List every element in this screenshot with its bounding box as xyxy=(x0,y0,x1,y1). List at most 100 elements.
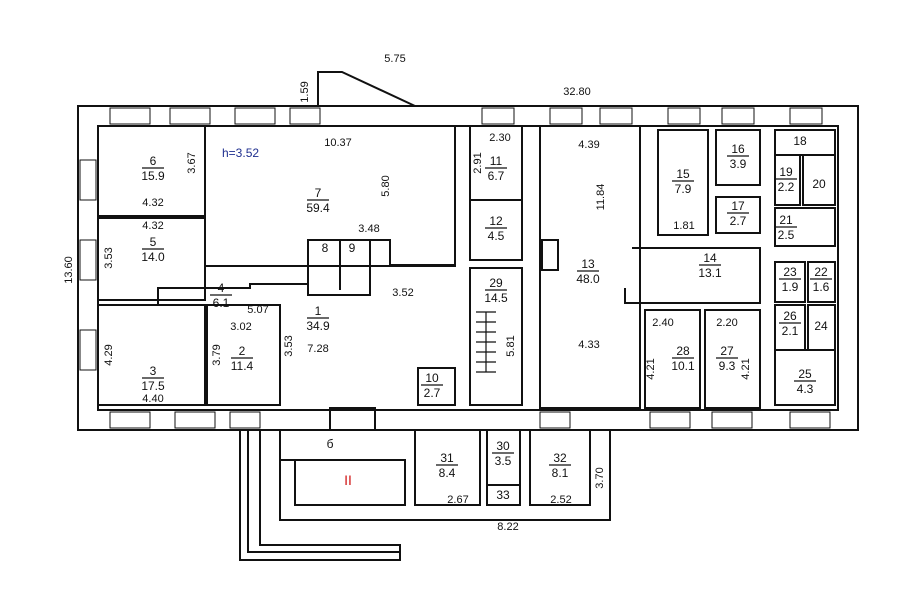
dimension-label: 3.52 xyxy=(392,287,413,299)
room-area: 2.2 xyxy=(778,180,795,194)
room-number: 23 xyxy=(783,265,797,279)
room-number: 22 xyxy=(814,265,828,279)
windows xyxy=(79,107,831,429)
room-number: 28 xyxy=(676,344,690,358)
dimension-label: 4.32 xyxy=(142,197,163,209)
dimension-label: 4.33 xyxy=(578,339,599,351)
room-number: 2 xyxy=(239,344,246,358)
room-number: 6 xyxy=(150,154,157,168)
dimension-label: 3.79 xyxy=(211,344,223,365)
room-number: 10 xyxy=(425,371,439,385)
room-number: 11 xyxy=(490,154,503,168)
room-area: 2.7 xyxy=(730,214,747,228)
lobby-mark: б xyxy=(327,437,334,451)
room-area: 4.3 xyxy=(797,382,814,396)
room-number: 4 xyxy=(218,281,225,295)
dimension-label: 3.53 xyxy=(103,247,115,268)
room-area: 11.4 xyxy=(231,359,254,373)
dimension-label: 2.20 xyxy=(716,317,737,329)
dimension-label: 2.30 xyxy=(489,132,510,144)
room-area: 4.5 xyxy=(488,229,505,243)
room-area: 59.4 xyxy=(306,201,330,215)
dimension-label: 3.02 xyxy=(230,321,251,333)
ceiling-height-label: h=3.52 xyxy=(222,146,259,160)
dimension-label: 2.67 xyxy=(447,494,468,506)
dimension-label: 2.40 xyxy=(652,317,673,329)
room-number: 3 xyxy=(150,364,157,378)
dimension-labels: 5.7532.801.5913.6010.373.674.324.323.534… xyxy=(63,53,752,533)
room-number: 5 xyxy=(150,235,157,249)
room-number: 32 xyxy=(553,451,567,465)
room-number: 12 xyxy=(489,214,503,228)
room-area: 1.9 xyxy=(782,280,799,294)
dimension-label: 10.37 xyxy=(324,137,352,149)
room-area: 48.0 xyxy=(576,272,600,286)
dimension-label: 2.52 xyxy=(550,494,571,506)
room-number: 19 xyxy=(779,165,793,179)
room-area: 14.0 xyxy=(141,250,165,264)
room-number: 30 xyxy=(496,439,510,453)
dimension-label: 5.80 xyxy=(380,175,392,196)
room-area: 3.5 xyxy=(495,454,512,468)
room-area: 3.9 xyxy=(730,157,747,171)
room-number: 17 xyxy=(731,199,745,213)
room-area: 6.1 xyxy=(213,296,230,310)
dimension-label: 1.81 xyxy=(673,220,694,232)
room-number: 16 xyxy=(731,142,745,156)
room-number: 9 xyxy=(349,241,356,255)
room-area: 13.1 xyxy=(698,266,722,280)
room-number: 15 xyxy=(676,167,690,181)
dimension-label: 5.75 xyxy=(384,53,405,65)
room-area: 9.3 xyxy=(719,359,736,373)
room-number: 26 xyxy=(783,309,797,323)
dimension-label: 4.32 xyxy=(142,220,163,232)
room-number: 7 xyxy=(315,186,322,200)
dimension-label: 5.07 xyxy=(247,304,268,316)
room-number: 13 xyxy=(581,257,595,271)
room-area: 8.1 xyxy=(552,466,569,480)
room-number: 8 xyxy=(322,241,329,255)
room-number: 14 xyxy=(703,251,717,265)
dimension-label: 3.67 xyxy=(186,152,198,173)
room-area: 10.1 xyxy=(671,359,695,373)
dimension-label: 4.29 xyxy=(103,344,115,365)
room-area: 6.7 xyxy=(488,169,505,183)
room-number: 29 xyxy=(489,276,503,290)
room-area: 34.9 xyxy=(306,319,330,333)
room-number: 18 xyxy=(793,134,807,148)
room-area: 8.4 xyxy=(439,466,456,480)
dimension-label: 4.39 xyxy=(578,139,599,151)
room-area: 2.1 xyxy=(782,324,799,338)
dimension-label: 13.60 xyxy=(63,256,75,284)
dimension-label: 2.91 xyxy=(472,152,484,173)
room-area: 15.9 xyxy=(141,169,165,183)
room-number: 31 xyxy=(440,451,454,465)
room-area: 17.5 xyxy=(141,379,165,393)
dimension-label: 3.48 xyxy=(358,223,379,235)
room-area: 14.5 xyxy=(484,291,508,305)
stair-mark: II xyxy=(344,472,352,488)
room-area: 2.5 xyxy=(778,228,795,242)
dimension-label: 7.28 xyxy=(307,343,328,355)
room-area: 2.7 xyxy=(424,386,441,400)
dimension-label: 4.21 xyxy=(645,358,657,379)
dimension-label: 32.80 xyxy=(563,86,591,98)
walls xyxy=(77,71,859,561)
room-number: 1 xyxy=(315,304,322,318)
dimension-label: 3.70 xyxy=(594,467,606,488)
room-number: 25 xyxy=(798,367,812,381)
room-area: 7.9 xyxy=(675,182,692,196)
room-number: 27 xyxy=(720,344,734,358)
dimension-label: 4.21 xyxy=(740,358,752,379)
dimension-label: 5.81 xyxy=(505,335,517,356)
room-number: 20 xyxy=(812,177,826,191)
room-number: 33 xyxy=(496,488,510,502)
dimension-label: 4.40 xyxy=(142,393,163,405)
dimension-label: 3.53 xyxy=(283,335,295,356)
room-number: 21 xyxy=(779,213,793,227)
dimension-label: 8.22 xyxy=(497,521,518,533)
room-number: 24 xyxy=(814,319,828,333)
dimension-label: 1.59 xyxy=(299,81,311,102)
